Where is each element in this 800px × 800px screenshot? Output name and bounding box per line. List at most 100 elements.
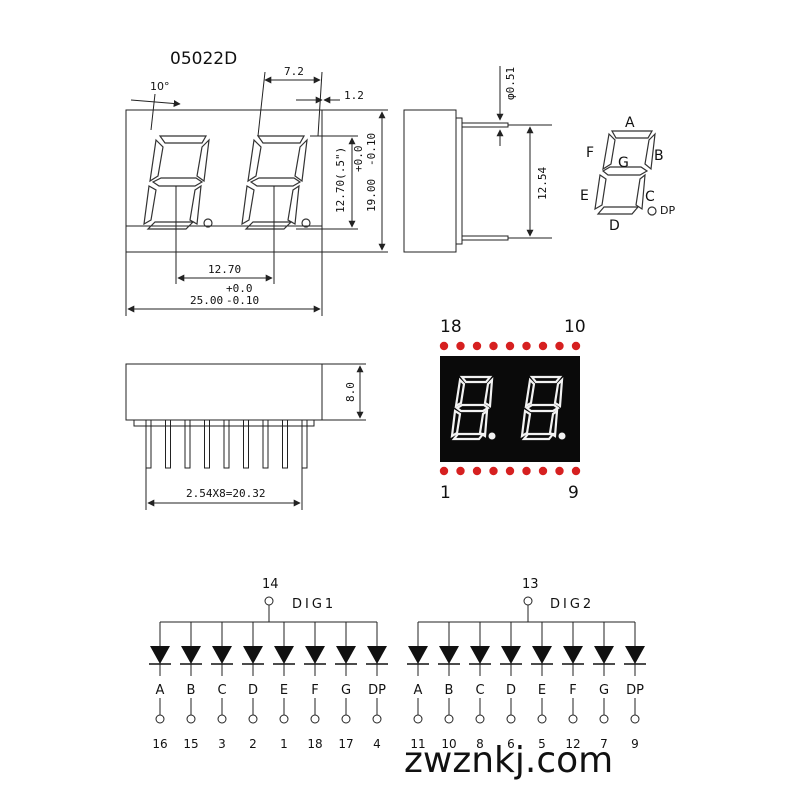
photo-pin-top — [571, 341, 581, 351]
photo-pin-top — [505, 341, 515, 351]
pin-terminal — [630, 714, 640, 724]
photo-pin-bottom — [439, 466, 449, 476]
photo-pin-bottom — [555, 466, 564, 476]
photo-segment — [455, 403, 490, 413]
pin-number: 9 — [631, 737, 639, 751]
diode-icon — [408, 646, 428, 664]
pin-number: 4 — [373, 737, 381, 751]
segment-map-dp — [647, 206, 657, 216]
pin-terminal — [506, 714, 516, 724]
seg-label-f: F — [586, 145, 594, 161]
side-view: 12.54 φ0.51 — [403, 66, 552, 253]
photo-pin-bottom — [522, 466, 531, 476]
segment-label: G — [599, 683, 609, 698]
segment-map-c — [635, 173, 646, 211]
pin-number: 8 — [476, 737, 484, 751]
segment-label: A — [414, 683, 423, 698]
diode-icon — [470, 646, 490, 664]
common-pin-terminal — [264, 596, 274, 606]
total-height-tol-minus: -0.10 — [365, 133, 378, 166]
diode-icon — [367, 646, 387, 664]
side-body-outline — [403, 109, 457, 253]
front-digit-1-dp — [203, 218, 213, 228]
pin-number: 16 — [152, 737, 167, 751]
watermark: zwznkj.com — [404, 740, 613, 781]
pin-number: 1 — [280, 737, 288, 751]
diode-icon — [532, 646, 552, 664]
photo-segment — [525, 403, 560, 413]
pin-number: 18 — [307, 737, 322, 751]
segment-label: D — [248, 683, 258, 698]
diode-icon — [212, 646, 232, 664]
total-height-tol-plus: +0.0 — [352, 146, 365, 173]
pin-number: 17 — [338, 737, 353, 751]
diode-icon — [625, 646, 645, 664]
segment-map-e — [594, 173, 607, 211]
seg-label-e: E — [580, 188, 589, 204]
front-view: 05022D 10° — [125, 49, 388, 316]
photo-pin-bottom — [472, 466, 482, 476]
offset-label: 1.2 — [344, 89, 364, 102]
photo-segment — [451, 432, 486, 441]
digit-height-label: 12.70(.5") — [334, 147, 347, 213]
segment-map-a — [610, 130, 654, 139]
segment-label: DP — [626, 683, 644, 698]
diode-icon — [150, 646, 170, 664]
photo-pin-top — [538, 341, 548, 351]
diode-icon — [336, 646, 356, 664]
diode-icon — [305, 646, 325, 664]
segment-label: F — [569, 683, 576, 698]
bottom-view: 8.0 2.54X8=20.32 — [125, 363, 366, 510]
pin-terminal — [155, 714, 165, 724]
bottom-pin — [262, 419, 269, 469]
digit-width-ext-left — [257, 71, 266, 137]
segment-map: A B C D E F G DP — [580, 115, 675, 234]
segment-label: DP — [368, 683, 386, 698]
diode-icon — [594, 646, 614, 664]
pin-number: 2 — [249, 737, 257, 751]
bottom-pin — [223, 419, 230, 469]
photo-pins-top — [439, 341, 581, 351]
segment-label: B — [445, 683, 454, 698]
photo-pin-1-label: 1 — [440, 483, 451, 503]
photo-segment — [459, 375, 493, 384]
pin-terminal — [310, 714, 320, 724]
pin-number: 7 — [600, 737, 608, 751]
segment-label: G — [341, 683, 351, 698]
pin-number: 6 — [507, 737, 515, 751]
segment-label: D — [506, 683, 516, 698]
bottom-pin — [243, 419, 249, 469]
segment-map-g — [601, 166, 649, 176]
pin-terminal — [599, 714, 609, 724]
display-body — [440, 356, 580, 462]
product-photo: 18 10 1 9 — [439, 317, 586, 503]
photo-segment — [454, 377, 466, 409]
depth-label: 8.0 — [344, 382, 357, 402]
bottom-pins — [145, 419, 308, 469]
seg-label-c: C — [645, 189, 655, 205]
diode-icon — [274, 646, 294, 664]
pin-terminal — [568, 714, 578, 724]
pin-spacing-label: 12.54 — [536, 167, 549, 200]
photo-pin-9-label: 9 — [568, 483, 579, 503]
photo-digit — [520, 375, 566, 441]
side-pin-top — [461, 122, 509, 128]
seg-label-dp: DP — [660, 204, 675, 217]
seg-label-a: A — [625, 115, 635, 131]
digit-width-label: 7.2 — [284, 65, 304, 78]
angle-arrow — [130, 99, 181, 107]
front-digit-2-dp — [301, 218, 311, 228]
photo-pin-18-label: 18 — [440, 317, 462, 337]
photo-pin-bottom — [505, 466, 515, 476]
width-tol-minus: -0.10 — [226, 294, 259, 307]
common-pin-terminal — [523, 596, 533, 606]
photo-pin-top — [522, 341, 531, 351]
photo-digit — [450, 375, 496, 441]
diode-icon — [439, 646, 459, 664]
angle-label: 10° — [150, 80, 170, 93]
width-label: 25.00 — [190, 294, 223, 307]
bottom-pin — [282, 419, 288, 469]
segment-label: B — [187, 683, 196, 698]
